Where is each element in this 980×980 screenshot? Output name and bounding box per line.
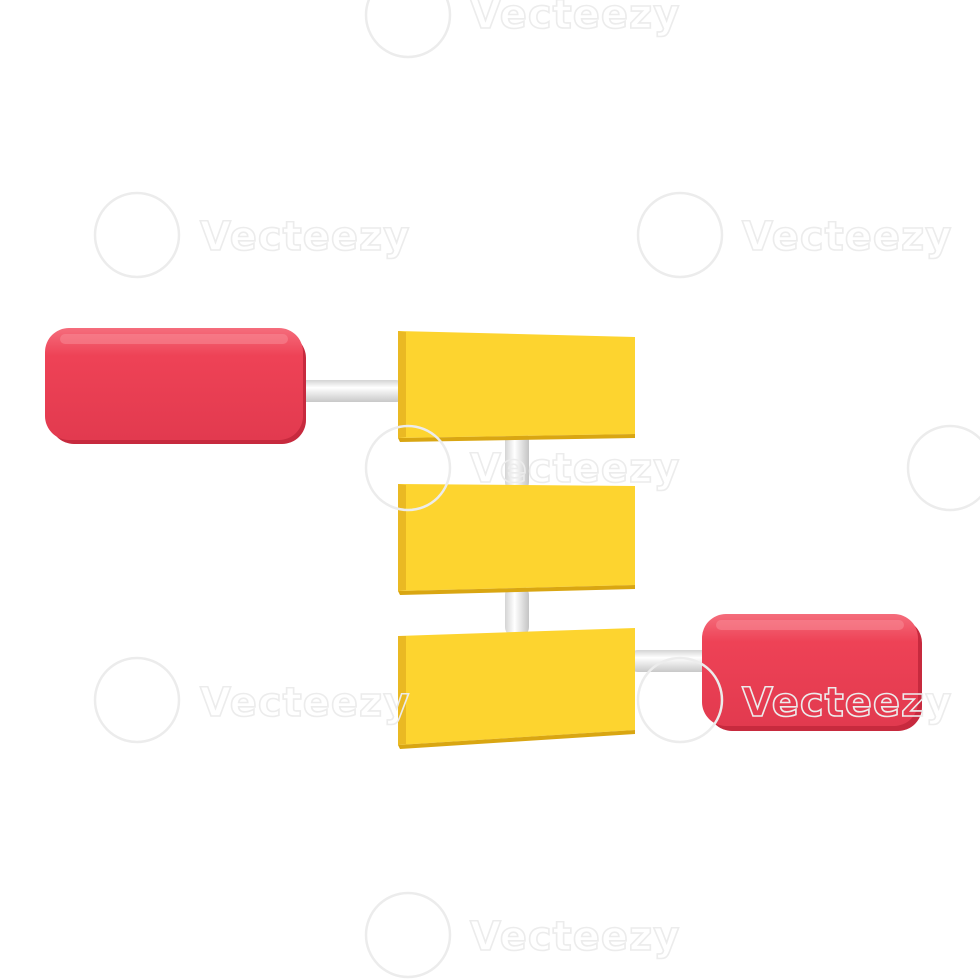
watermark-text: Vecteezy bbox=[200, 214, 410, 260]
yellow-node-3 bbox=[398, 628, 635, 749]
vecteezy-logo-icon bbox=[93, 191, 181, 279]
red-node-bottom bbox=[702, 614, 922, 731]
connector-yellow-1-to-yellow-2 bbox=[505, 430, 529, 492]
vecteezy-logo-icon bbox=[364, 424, 452, 512]
connector-red-top-to-yellow-1 bbox=[296, 380, 406, 402]
vecteezy-logo-icon bbox=[364, 0, 452, 59]
vecteezy-logo-icon bbox=[906, 424, 980, 512]
watermark-tile: Vecteezy bbox=[636, 656, 952, 744]
watermark-tile: Vecteezy bbox=[364, 0, 680, 59]
connector-yellow-3-to-red-bottom bbox=[628, 650, 712, 672]
watermark-tile: Vecteezy bbox=[636, 191, 952, 279]
vecteezy-logo-icon bbox=[364, 891, 452, 979]
watermark-text: Vecteezy bbox=[470, 914, 680, 960]
red-node-top bbox=[45, 328, 306, 444]
connector-yellow-2-to-yellow-3 bbox=[505, 585, 529, 637]
yellow-node-1 bbox=[398, 331, 635, 442]
watermark-layer: Vecteezy Vecteezy Vecteezy Vecteezy Vect… bbox=[93, 0, 980, 979]
watermark-tile bbox=[906, 424, 980, 512]
watermark-text: Vecteezy bbox=[470, 446, 680, 492]
vecteezy-logo-icon bbox=[93, 656, 181, 744]
vecteezy-logo-icon bbox=[636, 656, 724, 744]
watermark-tile: Vecteezy bbox=[93, 656, 410, 744]
watermark-tile: Vecteezy bbox=[364, 424, 680, 512]
watermark-text: Vecteezy bbox=[200, 680, 410, 726]
watermark-text: Vecteezy bbox=[470, 0, 680, 38]
yellow-node-2 bbox=[398, 484, 635, 595]
watermark-text: Vecteezy bbox=[742, 680, 952, 726]
vecteezy-logo-icon bbox=[636, 191, 724, 279]
watermark-tile: Vecteezy bbox=[93, 191, 410, 279]
watermark-tile: Vecteezy bbox=[364, 891, 680, 979]
watermark-text: Vecteezy bbox=[742, 214, 952, 260]
